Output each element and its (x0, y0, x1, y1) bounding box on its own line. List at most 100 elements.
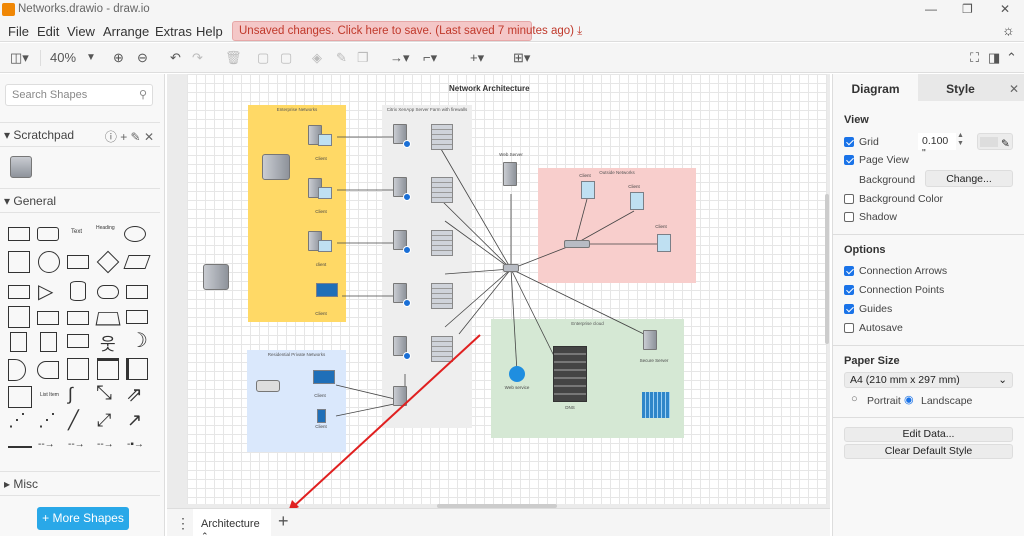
group-outside-networks[interactable]: Outside Networks (538, 168, 696, 283)
square-shape[interactable] (8, 251, 30, 273)
connector-3-label-shape[interactable]: --→ (97, 439, 114, 450)
shadow-icon[interactable]: ❐ (357, 50, 369, 65)
cube-shape[interactable] (37, 311, 59, 325)
internal-storage-shape[interactable] (8, 306, 30, 328)
storage-server-icon[interactable] (203, 264, 229, 290)
cylinder-shape[interactable] (70, 281, 86, 301)
menu-view[interactable]: View (67, 24, 95, 39)
firewall-icon[interactable] (431, 177, 453, 203)
tab-diagram[interactable]: Diagram (833, 74, 918, 101)
horizontal-scrollbar[interactable] (437, 504, 557, 508)
menu-arrange[interactable]: Arrange (103, 24, 150, 39)
container-shape[interactable] (67, 358, 89, 380)
edit-data-button[interactable]: Edit Data... (844, 427, 1013, 442)
paper-size-select[interactable]: A4 (210 mm x 297 mm)⌄ (844, 372, 1013, 388)
hexagon-shape[interactable] (8, 285, 30, 299)
dashed-line-shape[interactable]: ⋰ (8, 410, 26, 430)
line-color-icon[interactable]: ✎ (336, 50, 347, 65)
restore-icon[interactable]: ❐ (962, 2, 973, 16)
callout-shape[interactable] (67, 334, 89, 348)
fullscreen-icon[interactable]: ⛶ (970, 50, 980, 65)
shadow-checkbox[interactable] (844, 212, 854, 222)
citrix-server-icon[interactable] (393, 283, 407, 303)
menu-edit[interactable]: Edit (37, 24, 60, 39)
diagram-title[interactable]: Network Architecture (449, 84, 530, 93)
misc-header[interactable]: ▸ Misc (0, 471, 160, 496)
grid-size-stepper[interactable]: ▲▼ (957, 132, 964, 147)
firewall-icon[interactable] (431, 124, 453, 150)
connector-2-label-shape[interactable]: --→ (68, 439, 85, 450)
office-buildings-icon[interactable] (642, 392, 670, 418)
zoom-in-icon[interactable]: ⊕ (113, 50, 124, 65)
menu-file[interactable]: File (8, 24, 29, 39)
outside-client-icon[interactable] (581, 181, 595, 199)
laptop-icon[interactable] (313, 370, 335, 384)
bidirectional-connector-shape[interactable]: ⤢ (97, 410, 112, 430)
insert-icon[interactable]: +▾ (470, 50, 485, 65)
enterprise-storage-icon[interactable] (262, 154, 290, 180)
diagram-page[interactable]: Network Architecture Enterprise Networks… (187, 74, 827, 504)
connector-label-shape[interactable]: --→ (38, 439, 55, 450)
arrow-shape[interactable]: ⇗ (126, 384, 143, 406)
firewall-icon[interactable] (431, 230, 453, 256)
triangle-shape[interactable]: ▷ (38, 281, 54, 303)
change-background-button[interactable]: Change... (925, 170, 1013, 187)
actor-shape[interactable]: 웃 (100, 335, 116, 354)
parallelogram-shape[interactable] (123, 255, 151, 269)
to-front-icon[interactable]: ▢ (257, 50, 270, 65)
card-shape[interactable] (40, 332, 57, 352)
outside-switch-icon[interactable] (564, 240, 590, 248)
web-service-globe-icon[interactable] (509, 366, 525, 382)
tab-architecture[interactable]: Architecture ⌃ (193, 509, 271, 541)
table-icon[interactable]: ⊞▾ (513, 50, 531, 65)
format-panel-toggle-icon[interactable]: ◫▾ (10, 50, 29, 65)
ellipse-shape[interactable] (124, 226, 146, 242)
undo-icon[interactable]: ↶ (170, 50, 181, 65)
or-shape[interactable]: ☽ (130, 330, 148, 352)
web-server-icon[interactable] (503, 162, 517, 186)
step-shape[interactable] (67, 311, 89, 325)
menu-help[interactable]: Help (196, 24, 223, 39)
citrix-server-icon[interactable] (393, 124, 407, 144)
connection-arrows-checkbox[interactable] (844, 266, 854, 276)
vertical-container-shape[interactable] (126, 358, 148, 380)
swimlane-shape[interactable] (97, 358, 119, 380)
page-view-checkbox[interactable] (844, 155, 854, 165)
firewall-icon[interactable] (431, 336, 453, 362)
diamond-shape[interactable] (96, 250, 120, 274)
zoom-out-icon[interactable]: ⊖ (137, 50, 148, 65)
redo-icon[interactable]: ↷ (192, 50, 203, 65)
delete-icon[interactable]: 🗑 (225, 50, 242, 65)
directional-connector-shape[interactable]: ↗ (127, 410, 143, 430)
zoom-select[interactable]: 40% (50, 50, 77, 65)
firewall-icon[interactable] (431, 283, 453, 309)
clear-default-style-button[interactable]: Clear Default Style (844, 444, 1013, 459)
tablet-icon[interactable] (317, 409, 326, 423)
dotted-line-shape[interactable]: ⋰ (38, 410, 56, 430)
add-page-button[interactable]: + (278, 511, 289, 531)
diagram-canvas[interactable]: Network Architecture Enterprise Networks… (167, 74, 830, 508)
zoom-dropdown-icon[interactable]: ▼ (86, 52, 96, 63)
gateway-server-icon[interactable] (393, 386, 407, 406)
connection-style-icon[interactable]: →▾ (390, 50, 410, 65)
list-shape[interactable] (8, 386, 32, 408)
process-shape[interactable] (67, 255, 89, 269)
and-shape[interactable] (8, 359, 26, 381)
bidirectional-arrow-shape[interactable]: ⤡ (96, 382, 112, 404)
data-storage-shape[interactable] (37, 361, 59, 379)
grid-size-input[interactable]: 0.100 " (918, 133, 956, 159)
laptop-icon[interactable] (316, 283, 338, 297)
rectangle-shape[interactable] (8, 227, 30, 241)
menu-extras[interactable]: Extras (155, 24, 192, 39)
collapse-icon[interactable]: ⌃ (1006, 50, 1017, 65)
cloud-shape[interactable] (97, 285, 119, 299)
unsaved-changes-banner[interactable]: Unsaved changes. Click here to save. (La… (232, 21, 582, 41)
theme-icon[interactable]: ☼ (1002, 22, 1015, 38)
landscape-radio[interactable]: ◉ (904, 394, 914, 406)
document-shape[interactable] (126, 285, 148, 299)
chevron-up-icon[interactable]: ⌃ (201, 531, 209, 541)
general-header[interactable]: ▾ General (0, 188, 160, 213)
search-shapes-input[interactable]: Search Shapes⚲ (5, 84, 153, 106)
secure-server-icon[interactable] (643, 330, 657, 350)
